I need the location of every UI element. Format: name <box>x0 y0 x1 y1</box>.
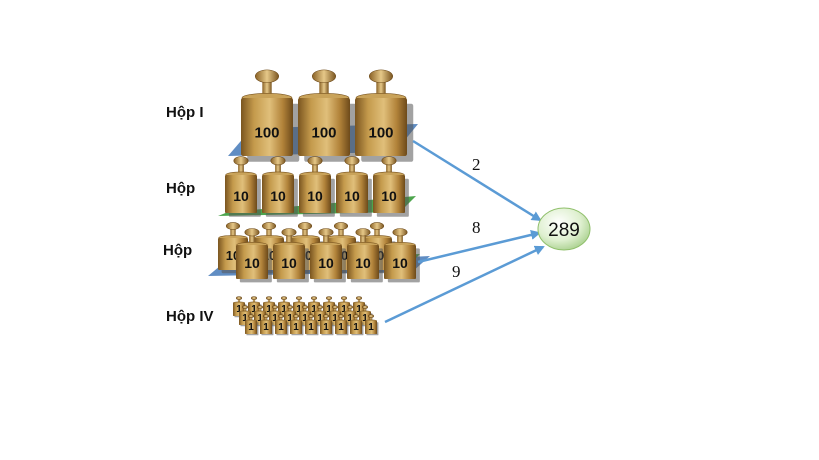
weight-1-r3-c1: 1 <box>244 314 259 336</box>
weight-10-row3-front-4: 10 <box>347 228 383 283</box>
weight-1-r3-c5: 1 <box>304 314 319 336</box>
svg-text:100: 100 <box>368 124 393 141</box>
svg-text:1: 1 <box>251 304 257 315</box>
weight-10-row2-4: 10 <box>336 156 372 217</box>
svg-text:1: 1 <box>356 304 362 315</box>
weight-10-row3-front-5: 10 <box>384 228 420 283</box>
arrow-box3 <box>417 230 541 264</box>
weight-1-r3-c7: 1 <box>334 314 349 336</box>
weight-1-r3-c9: 1 <box>364 314 379 336</box>
weight-10-row3-front-2: 10 <box>273 228 309 283</box>
arrow-label-3: 9 <box>452 262 461 281</box>
svg-text:1: 1 <box>236 304 242 315</box>
svg-text:100: 100 <box>311 124 336 141</box>
weight-1-r3-c2: 1 <box>259 314 274 336</box>
weight-1-r3-c8: 1 <box>349 314 364 336</box>
weight-100-3: 100 <box>355 69 414 162</box>
svg-text:1: 1 <box>353 322 359 333</box>
svg-text:1: 1 <box>293 322 299 333</box>
arrow-label-2: 8 <box>472 218 481 237</box>
svg-text:1: 1 <box>317 313 323 324</box>
svg-text:1: 1 <box>296 304 302 315</box>
result-value: 289 <box>548 220 580 241</box>
weight-1-r3-c6: 1 <box>319 314 334 336</box>
svg-text:1: 1 <box>338 322 344 333</box>
box-label-3: Hộp <box>163 242 193 259</box>
svg-text:10: 10 <box>281 255 297 271</box>
svg-text:10: 10 <box>233 188 249 204</box>
result-bubble <box>537 207 591 251</box>
svg-text:1: 1 <box>266 304 272 315</box>
svg-text:1: 1 <box>263 322 269 333</box>
weight-1-r3-c4: 1 <box>289 314 304 336</box>
svg-text:1: 1 <box>257 313 263 324</box>
arrow-box4 <box>384 245 545 324</box>
svg-text:10: 10 <box>355 255 371 271</box>
box-label-1: Hộp I <box>166 104 204 121</box>
arrow-box1 <box>412 139 542 222</box>
svg-text:1: 1 <box>341 304 347 315</box>
weight-100-2: 100 <box>298 69 357 162</box>
box-label-4: Hộp IV <box>166 308 214 325</box>
svg-text:1: 1 <box>287 313 293 324</box>
weight-100-1: 100 <box>241 69 300 162</box>
svg-text:10: 10 <box>270 188 286 204</box>
svg-text:1: 1 <box>272 313 278 324</box>
svg-text:1: 1 <box>362 313 368 324</box>
svg-text:1: 1 <box>326 304 332 315</box>
weight-10-row2-3: 10 <box>299 156 335 217</box>
svg-text:10: 10 <box>307 188 323 204</box>
svg-text:1: 1 <box>347 313 353 324</box>
svg-text:1: 1 <box>332 313 338 324</box>
svg-text:10: 10 <box>244 255 260 271</box>
weight-1-r3-c3: 1 <box>274 314 289 336</box>
svg-text:10: 10 <box>381 188 397 204</box>
box-label-2: Hộp <box>166 180 196 197</box>
svg-text:1: 1 <box>311 304 317 315</box>
arrow-label-1: 2 <box>472 155 481 174</box>
weight-10-row3-front-3: 10 <box>310 228 346 283</box>
svg-text:10: 10 <box>344 188 360 204</box>
svg-text:10: 10 <box>392 255 408 271</box>
svg-text:1: 1 <box>368 322 374 333</box>
svg-text:1: 1 <box>278 322 284 333</box>
svg-text:1: 1 <box>308 322 314 333</box>
weight-10-row3-front-1: 10 <box>236 228 272 283</box>
svg-text:1: 1 <box>281 304 287 315</box>
weight-10-row2-5: 10 <box>373 156 409 217</box>
svg-text:10: 10 <box>318 255 334 271</box>
weight-10-row2-1: 10 <box>225 156 261 217</box>
svg-text:1: 1 <box>248 322 254 333</box>
svg-text:1: 1 <box>323 322 329 333</box>
svg-text:100: 100 <box>254 124 279 141</box>
svg-text:1: 1 <box>302 313 308 324</box>
svg-text:1: 1 <box>242 313 248 324</box>
weight-10-row2-2: 10 <box>262 156 298 217</box>
